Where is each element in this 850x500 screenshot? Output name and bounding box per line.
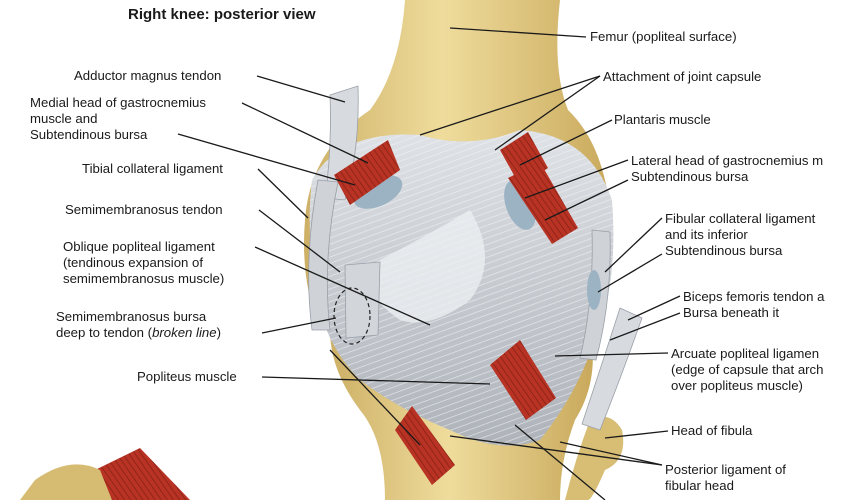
label-lateral-gastrocnemius: Lateral head of gastrocnemius m Subtendi… xyxy=(631,153,824,184)
label-semimem-bursa-prefix: deep to tendon ( xyxy=(56,325,153,340)
label-adductor-magnus-tendon: Adductor magnus tendon xyxy=(74,68,222,83)
leader-lines xyxy=(177,27,681,500)
popliteus-muscle-lower xyxy=(395,406,455,485)
semimembranosus-bursa xyxy=(333,287,371,345)
label-plantaris-muscle: Plantaris muscle xyxy=(614,112,711,127)
label-semimembranosus-tendon: Semimembranosus tendon xyxy=(65,202,223,217)
label-semimembranosus-bursa: Semimembranosus bursa deep to tendon (br… xyxy=(56,309,221,340)
biceps-femoris-tendon xyxy=(581,307,643,431)
label-head-of-fibula: Head of fibula xyxy=(671,423,753,438)
medial-gastrocnemius-muscle xyxy=(334,140,400,205)
label-tibial-collateral-ligament: Tibial collateral ligament xyxy=(82,161,223,176)
label-broken-line: broken line xyxy=(152,325,217,340)
label-posterior-ligament-fibular-head: Posterior ligament of fibular head xyxy=(665,462,786,493)
label-fibular-collateral-ligament: Fibular collateral ligament and its infe… xyxy=(665,211,816,258)
tibial-collateral-ligament xyxy=(308,179,339,331)
semimembranosus-tendon xyxy=(344,261,381,339)
bone-fragment-corner xyxy=(20,464,112,500)
label-biceps-femoris-tendon: Biceps femoris tendon a Bursa beneath it xyxy=(683,289,825,320)
label-popliteus-muscle: Popliteus muscle xyxy=(137,369,237,384)
label-femur: Femur (popliteal surface) xyxy=(590,29,737,44)
popliteus-muscle-upper xyxy=(490,340,556,420)
lateral-gastrocnemius-muscle xyxy=(508,162,578,244)
label-medial-gastrocnemius: Medial head of gastrocnemius muscle and … xyxy=(30,95,206,142)
calf-muscle-corner xyxy=(95,448,190,500)
label-arcuate-popliteal-ligament: Arcuate popliteal ligamen (edge of capsu… xyxy=(671,346,824,393)
label-semimem-bursa-suffix: ) xyxy=(216,325,221,340)
label-joint-capsule: Attachment of joint capsule xyxy=(603,69,762,84)
label-oblique-popliteal-ligament: Oblique popliteal ligament (tendinous ex… xyxy=(63,239,225,286)
fibular-inferior-bursa xyxy=(587,270,601,310)
diagram-title: Right knee: posterior view xyxy=(128,6,316,23)
